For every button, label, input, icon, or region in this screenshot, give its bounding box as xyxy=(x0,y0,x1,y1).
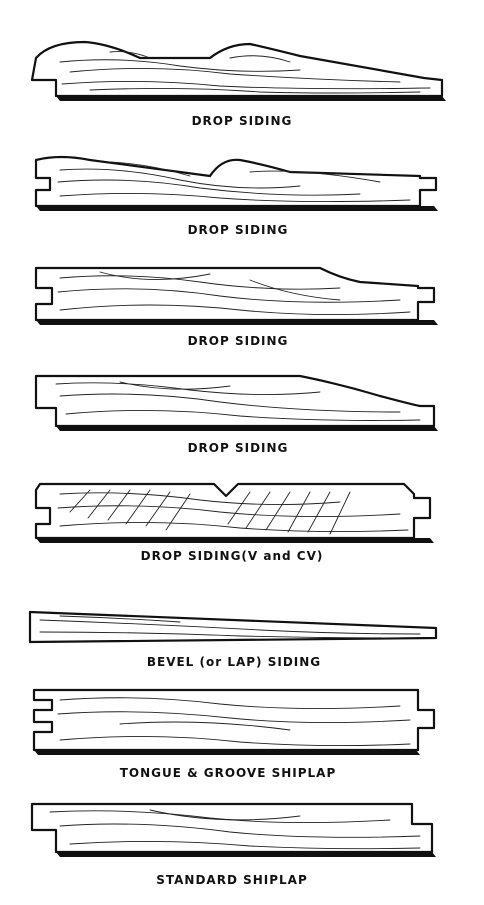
profile-tongue-groove-shiplap: TONGUE & GROOVE SHIPLAP xyxy=(32,688,436,780)
profile-drop-siding-2: DROP SIDING xyxy=(34,155,438,237)
profile-bevel-siding: BEVEL (or LAP) SIDING xyxy=(28,610,438,669)
caption-standard-shiplap: STANDARD SHIPLAP xyxy=(156,873,308,887)
caption-drop-siding-1: DROP SIDING xyxy=(192,114,293,128)
caption-drop-siding-3: DROP SIDING xyxy=(188,334,289,348)
profile-drop-siding-3: DROP SIDING xyxy=(34,266,438,348)
profile-drop-siding-4: DROP SIDING xyxy=(34,374,438,455)
profile-drop-siding-v-cv: DROP SIDING(V and CV) xyxy=(34,482,434,563)
caption-drop-siding-4: DROP SIDING xyxy=(188,441,289,455)
caption-drop-siding-v-cv: DROP SIDING(V and CV) xyxy=(141,549,324,563)
caption-drop-siding-2: DROP SIDING xyxy=(188,223,289,237)
profile-standard-shiplap: STANDARD SHIPLAP xyxy=(30,802,436,887)
profile-drop-siding-1: DROP SIDING xyxy=(30,40,446,128)
caption-tongue-groove-shiplap: TONGUE & GROOVE SHIPLAP xyxy=(120,766,337,780)
caption-bevel-siding: BEVEL (or LAP) SIDING xyxy=(147,655,321,669)
